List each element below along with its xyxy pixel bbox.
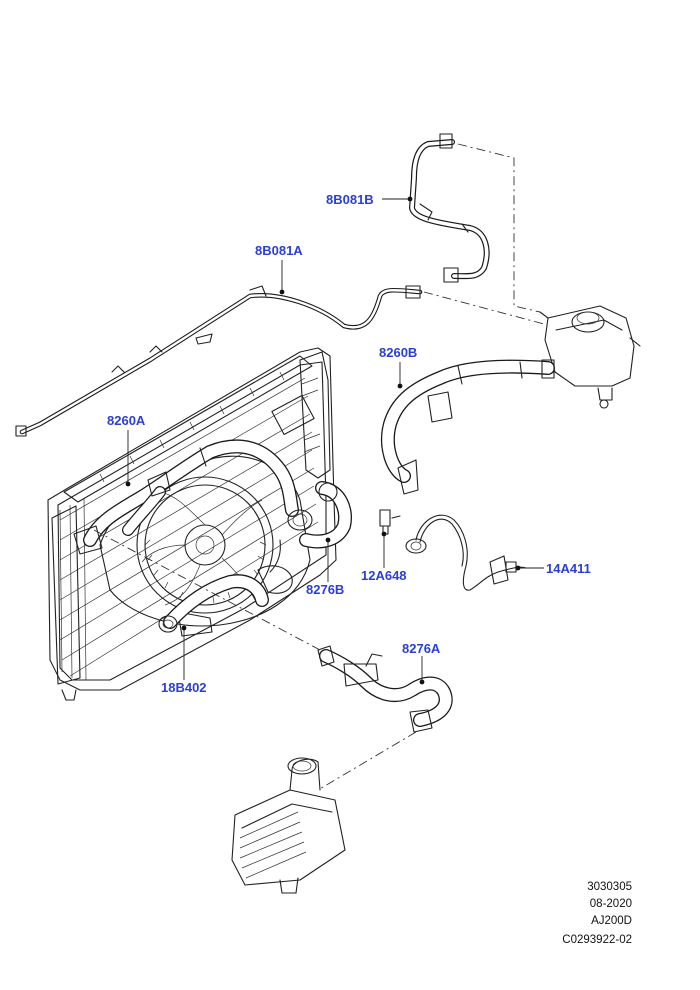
callout-8276a: 8276A: [402, 641, 441, 656]
leader-lines: [127, 198, 544, 682]
callout-18b402: 18B402: [161, 680, 207, 695]
radiator-hose-8260a: [73, 439, 299, 555]
callout-14a411: 14A411: [546, 561, 591, 576]
coolant-hose-18b402: [158, 574, 269, 633]
radiator-hose-8260b: [380, 359, 555, 495]
callout-8260b: 8260B: [379, 345, 417, 360]
coolant-hose-8276b: [269, 481, 352, 573]
callout-8b081a: 8B081A: [255, 243, 303, 258]
callout-12a648: 12A648: [361, 568, 407, 583]
coolant-hose-8276a: [317, 645, 453, 733]
reference-date: 08-2020: [590, 898, 632, 910]
wiring-harness-14a411: [405, 514, 527, 591]
callout-8260a: 8260A: [107, 413, 146, 428]
coolant-expansion-tank: [539, 305, 641, 409]
reference-illustration-id: C0293922-02: [562, 934, 632, 946]
part-callouts: 8B081B 8B081A 8260B 8260A 8276B 12A648 1…: [107, 192, 591, 695]
coolant-sensor-12a648: [379, 509, 401, 535]
callout-8276b: 8276B: [306, 582, 344, 597]
bleed-hose-8b081a: [15, 285, 423, 437]
bleed-hose-8b081b: [409, 133, 490, 283]
intercooler: [231, 757, 346, 894]
reference-code: AJ200D: [591, 915, 632, 927]
radiator-fan-assembly: [47, 347, 337, 701]
callout-8b081b: 8B081B: [326, 192, 374, 207]
leader-dots: [125, 196, 521, 685]
connection-lines: [93, 143, 545, 791]
reference-block: 3030305 08-2020 AJ200D C0293922-02: [562, 881, 632, 946]
reference-number: 3030305: [587, 881, 632, 893]
